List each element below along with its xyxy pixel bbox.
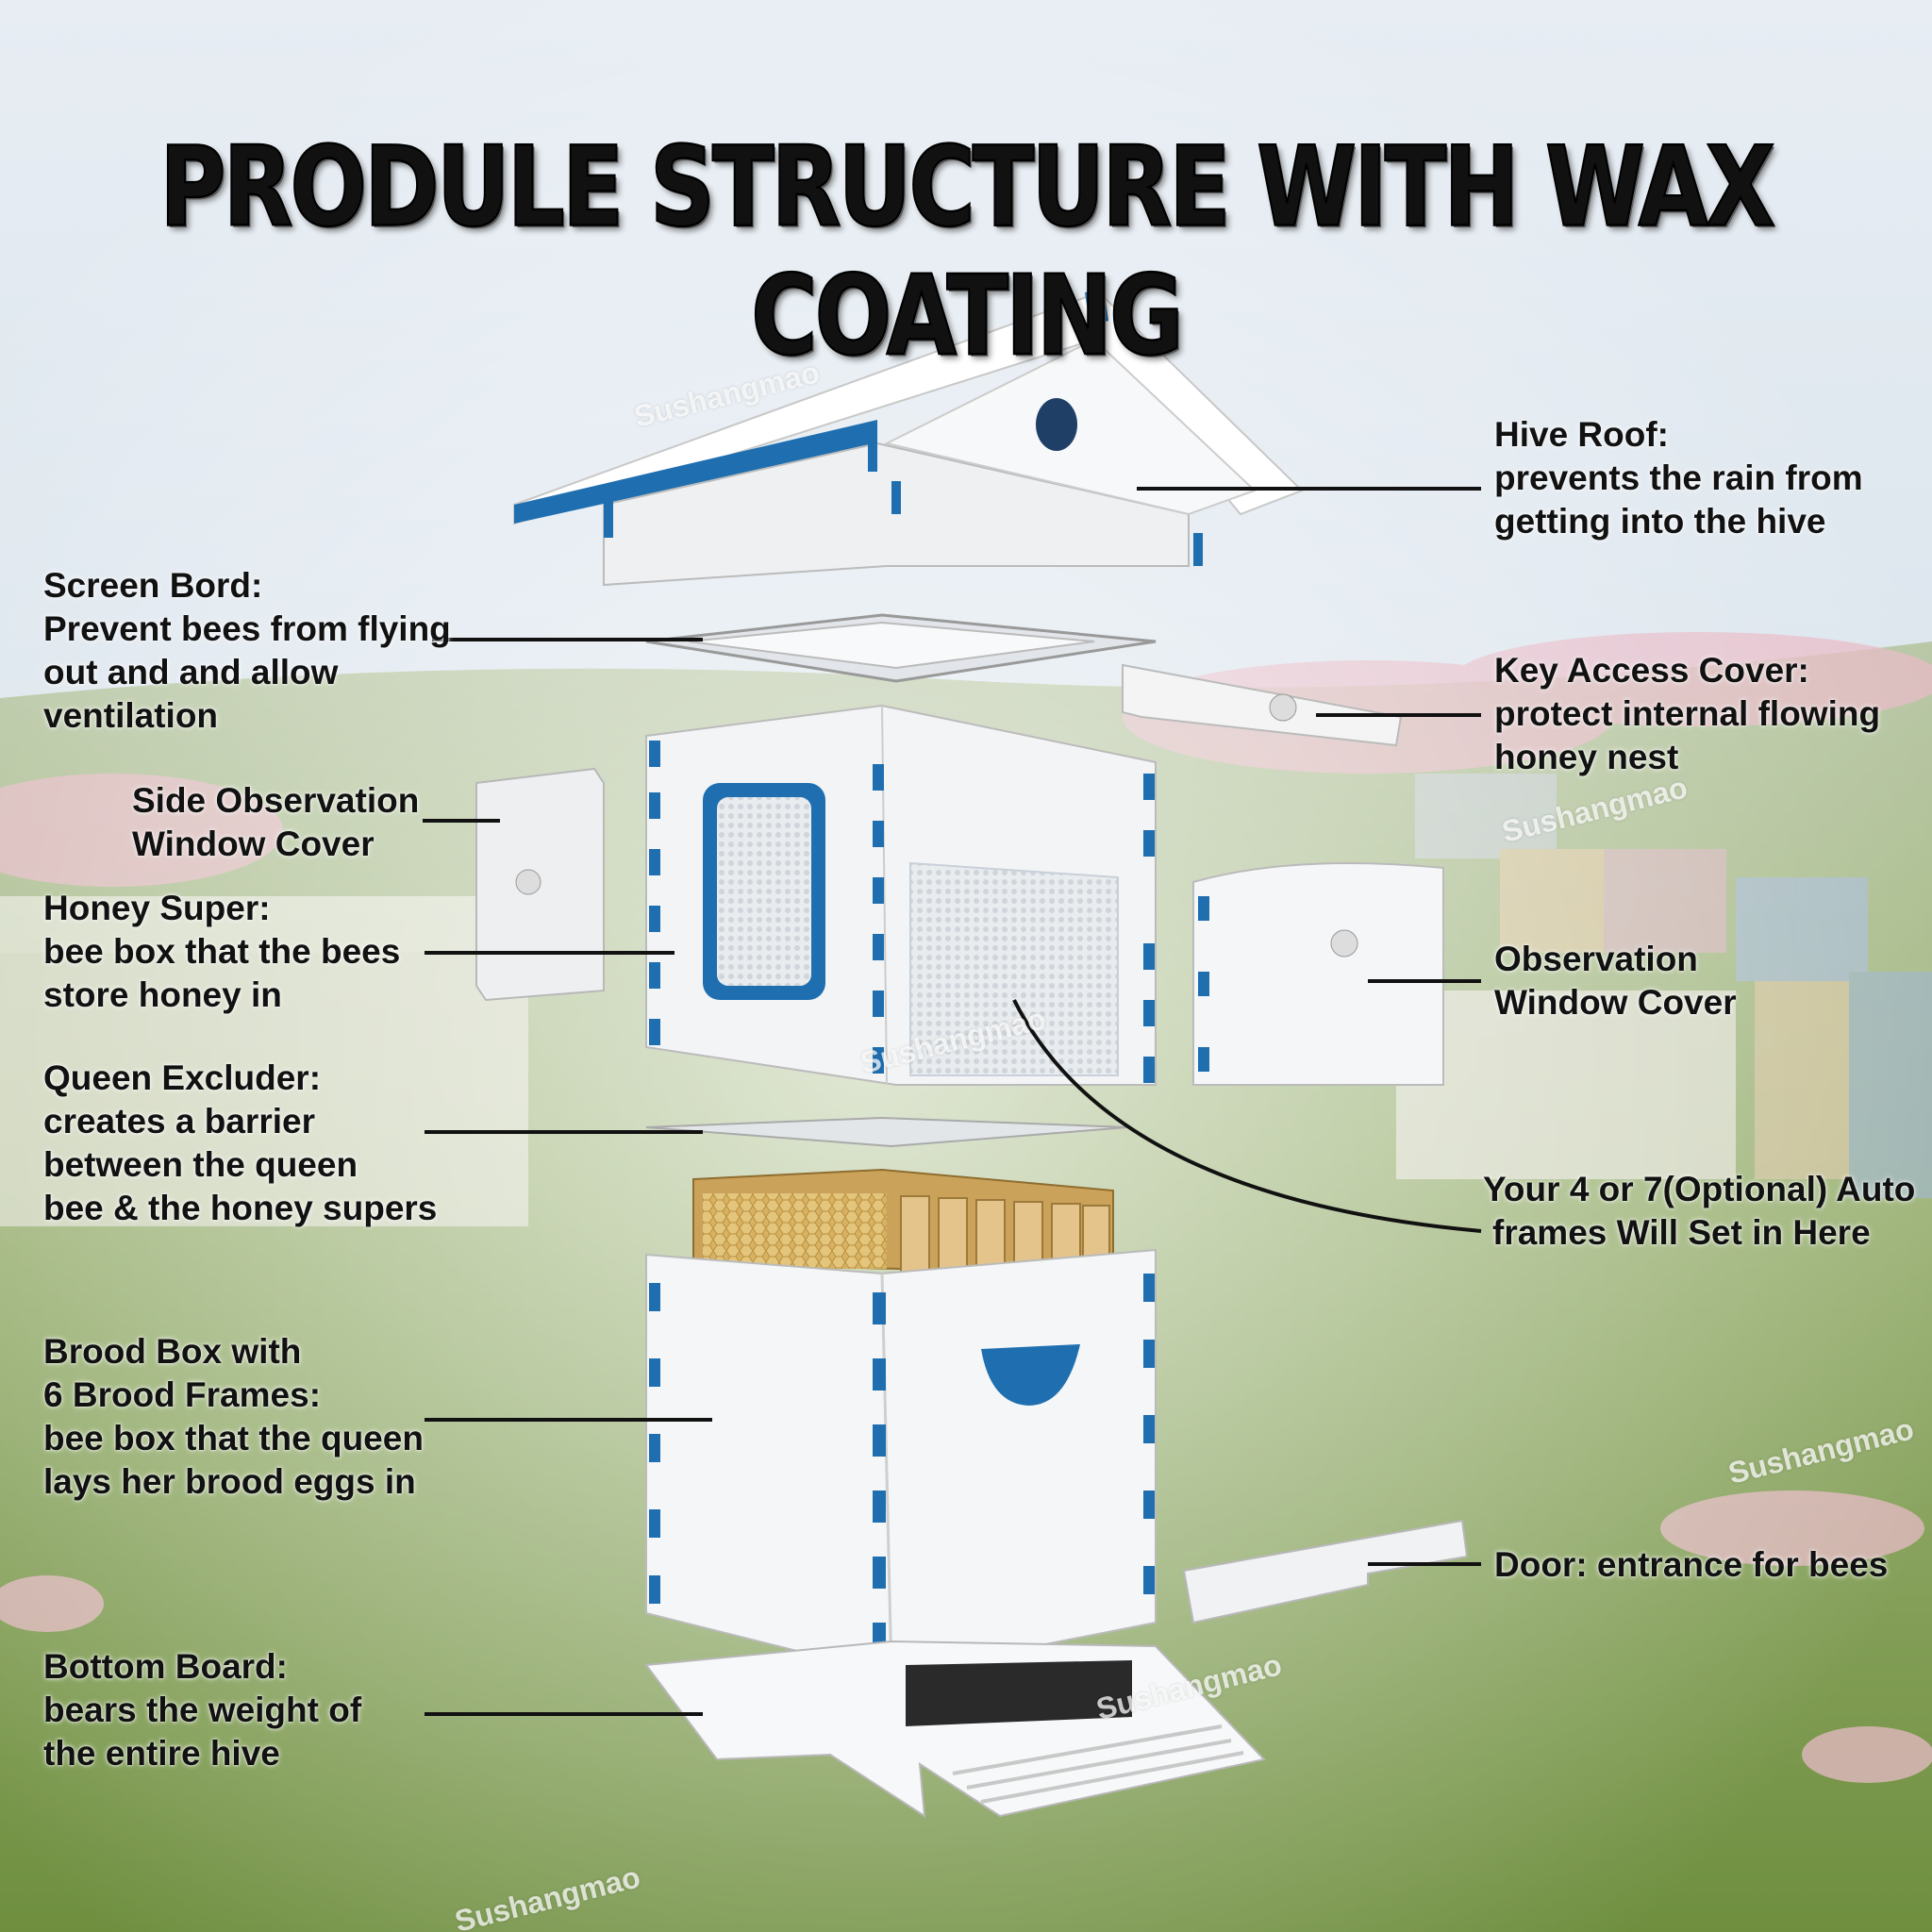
- callout-text: Window Cover: [1494, 983, 1737, 1022]
- honey-super: [645, 704, 1157, 1086]
- callout-door: Door: entrance for bees: [1494, 1543, 1888, 1587]
- callout-heading: Door: entrance for bees: [1494, 1545, 1889, 1584]
- side-observation-window-cover: [475, 767, 605, 1002]
- side-cover-knob: [515, 869, 541, 895]
- hive-roof: [513, 288, 1304, 587]
- callout-text: honey nest: [1494, 738, 1679, 776]
- callout-brood-box: Brood Box with 6 Brood Frames: bee box t…: [43, 1330, 424, 1504]
- callout-text: getting into the hive: [1494, 502, 1826, 541]
- callout-heading: Your 4 or 7(Optional) Auto: [1483, 1170, 1916, 1208]
- bottom-board: [644, 1640, 1266, 1818]
- leader-lines: [423, 487, 1482, 1716]
- callout-text: frames Will Set in Here: [1492, 1213, 1871, 1252]
- callout-text: ventilation: [43, 696, 219, 735]
- brood-box-hand-hold: [981, 1344, 1080, 1406]
- callout-auto-frames: Your 4 or 7(Optional) Auto frames Will S…: [1483, 1168, 1915, 1255]
- callout-key-access-cover: Key Access Cover: protect internal flowi…: [1494, 649, 1880, 779]
- observation-window-cover: [1192, 862, 1444, 1086]
- callout-heading: Honey Super:: [43, 889, 271, 927]
- screen-board: [645, 613, 1157, 683]
- callout-text: bee box that the queen: [43, 1419, 424, 1457]
- callout-heading: Screen Bord:: [43, 566, 263, 605]
- callout-hive-roof: Hive Roof: prevents the rain from gettin…: [1494, 413, 1863, 543]
- door-entrance-reducer: [1182, 1519, 1469, 1624]
- leader-line-auto-frames: [1012, 999, 1482, 1233]
- callout-text: Window Cover: [132, 824, 375, 863]
- callout-text: creates a barrier: [43, 1102, 315, 1141]
- callout-heading: Key Access Cover:: [1494, 651, 1809, 690]
- brood-box: [645, 1248, 1157, 1676]
- callout-text: out and and allow: [43, 653, 339, 691]
- callout-bottom-board: Bottom Board: bears the weight of the en…: [43, 1645, 361, 1775]
- callout-text: bee & the honey supers: [43, 1189, 438, 1227]
- callout-text: bee box that the bees: [43, 932, 401, 971]
- observation-cover-knob: [1330, 929, 1358, 958]
- roof-vent-hole: [1036, 398, 1077, 451]
- callout-screen-board: Screen Bord: Prevent bees from flying ou…: [43, 564, 451, 738]
- callout-text: between the queen: [43, 1145, 358, 1184]
- callout-text: 6 Brood Frames:: [43, 1375, 322, 1414]
- callout-honey-super: Honey Super: bee box that the bees store…: [43, 887, 400, 1017]
- callout-queen-excluder: Queen Excluder: creates a barrier betwee…: [43, 1057, 437, 1230]
- callout-heading: Hive Roof:: [1494, 415, 1669, 454]
- callout-text: Prevent bees from flying: [43, 609, 451, 648]
- callout-text: protect internal flowing: [1494, 694, 1881, 733]
- callout-text: prevents the rain from: [1494, 458, 1863, 497]
- key-access-cover: [1122, 663, 1403, 747]
- callout-observation-window-cover: Observation Window Cover: [1494, 938, 1737, 1024]
- callout-text: store honey in: [43, 975, 282, 1014]
- callout-heading: Bottom Board:: [43, 1647, 288, 1686]
- callout-heading: Observation: [1494, 940, 1698, 978]
- callout-heading: Queen Excluder:: [43, 1058, 322, 1097]
- callout-text: bears the weight of: [43, 1690, 362, 1729]
- key-access-knob: [1269, 693, 1297, 722]
- callout-heading: Brood Box with: [43, 1332, 302, 1371]
- page-title: PRODULE STRUCTURE WITH WAX COATING: [158, 122, 1776, 382]
- callout-text: the entire hive: [43, 1734, 280, 1773]
- callout-text: lays her brood eggs in: [43, 1462, 416, 1501]
- queen-excluder: [645, 1116, 1128, 1148]
- callout-heading: Side Observation: [132, 781, 420, 820]
- callout-side-observation-window-cover: Side Observation Window Cover: [132, 779, 419, 866]
